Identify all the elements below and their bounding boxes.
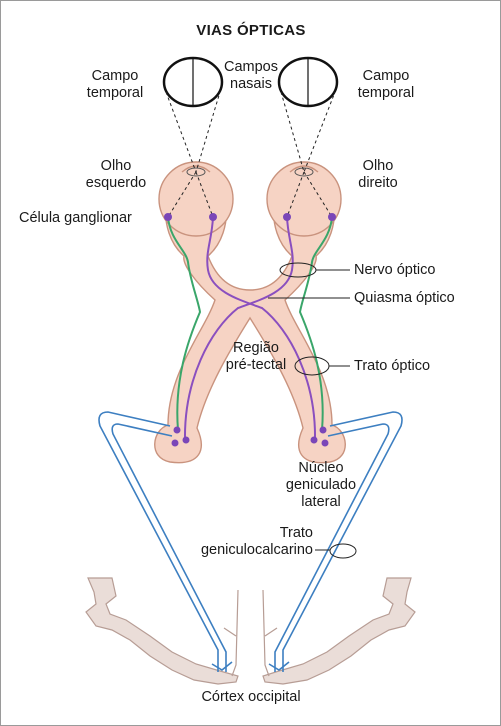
label-nasal-fields: Campos nasais <box>224 59 278 92</box>
label-occipital-cortex: Córtex occipital <box>201 689 301 705</box>
ganglion-cell-right-nasal <box>283 213 291 221</box>
label-ganglion-cell: Célula ganglionar <box>19 210 132 226</box>
purple-fibers <box>183 216 317 441</box>
label-pretectal-region: Região pré-tectal <box>225 340 287 373</box>
left-eye-cornea <box>181 165 211 173</box>
ganglion-cell-right-temporal <box>328 213 336 221</box>
label-optic-nerve: Nervo óptico <box>354 262 436 278</box>
lgn-right-cell-3 <box>321 439 329 447</box>
cortex-left-inner <box>223 589 239 677</box>
label-optic-tract: Trato óptico <box>354 358 431 374</box>
right-visual-field <box>277 56 339 108</box>
callouts <box>268 262 357 559</box>
lgn-left-cell-3 <box>171 439 179 447</box>
lgn-left-cell-1 <box>173 426 181 434</box>
right-eye-lens <box>294 167 314 177</box>
label-temporal-field-left: Campo temporal <box>86 68 144 101</box>
cortex-right-hemisphere <box>262 577 416 685</box>
eye-chiasm-tissue <box>154 161 346 464</box>
occipital-cortex <box>85 577 416 685</box>
lgn-left-cell-2 <box>182 436 190 444</box>
label-right-eye: Olho direito <box>358 158 398 191</box>
green-fibers <box>167 216 333 431</box>
label-temporal-field-right: Campo temporal <box>357 68 415 101</box>
label-lateral-geniculate-nucleus: Núcleo geniculado lateral <box>285 460 357 510</box>
figure-title: VIAS ÓPTICAS <box>196 22 306 39</box>
right-eye-cornea <box>289 165 319 173</box>
neuron-dots <box>164 213 336 447</box>
left-visual-field <box>162 56 224 108</box>
lgn-right-cell-1 <box>319 426 327 434</box>
lgn-right-cell-2 <box>310 436 318 444</box>
geniculocalcarine-tracts <box>98 411 403 672</box>
cortex-left-hemisphere <box>85 577 239 685</box>
ganglion-cell-left-nasal <box>209 213 217 221</box>
label-geniculocalcarine-tract: Trato geniculocalcarino <box>200 525 313 558</box>
projection-lines <box>165 91 336 218</box>
left-eye-lens <box>186 167 206 177</box>
genic-tract-callout <box>329 543 357 559</box>
cortex-right-inner <box>262 589 278 677</box>
label-optic-chiasm: Quiasma óptico <box>354 290 455 306</box>
label-left-eye: Olho esquerdo <box>85 158 147 191</box>
ganglion-cell-left-temporal <box>164 213 172 221</box>
